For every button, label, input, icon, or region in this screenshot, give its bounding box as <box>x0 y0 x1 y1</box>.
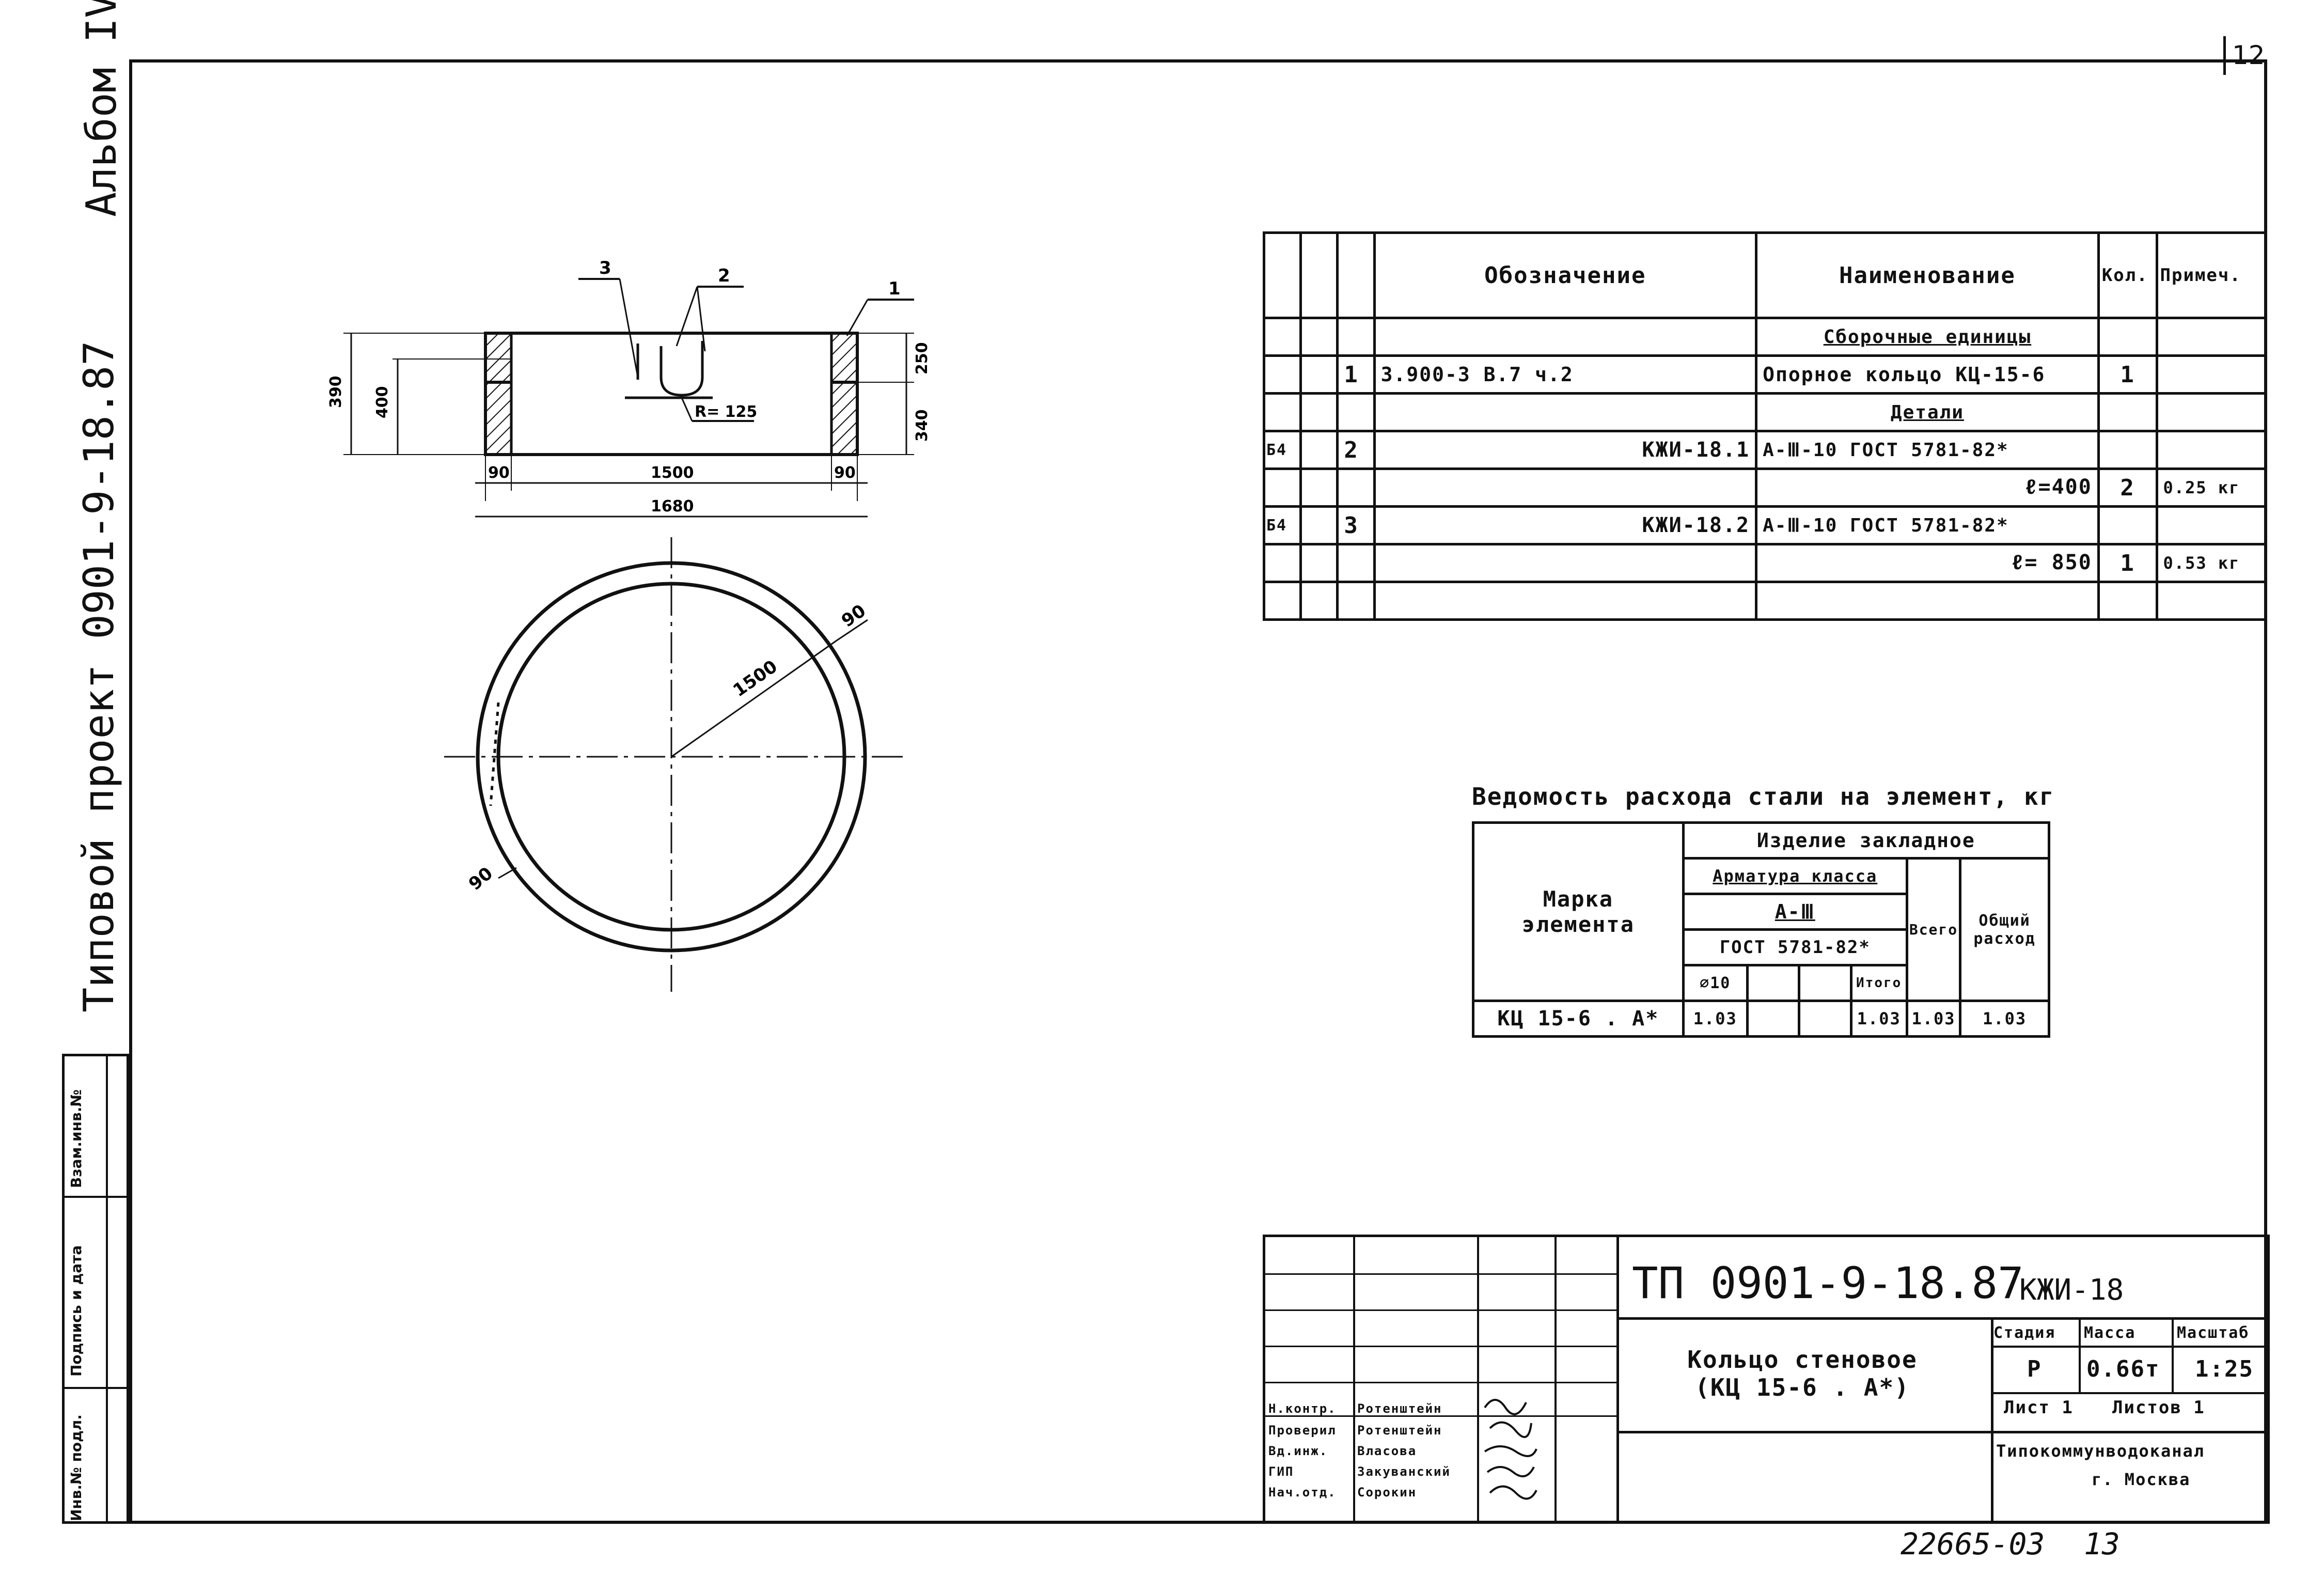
steel-col-product: Изделие закладное <box>1682 821 2051 860</box>
mass-value: 0.66т <box>2086 1356 2160 1382</box>
steel-col-mark: Марка элемента <box>1472 821 1685 1002</box>
drawing-frame <box>129 59 2267 1524</box>
archive-sheet-number: 13 <box>2084 1526 2120 1562</box>
scale-label: Масштаб <box>2177 1324 2250 1342</box>
sig-role: Н.контр. <box>1268 1401 1337 1416</box>
sheet-label: Лист 1 <box>2004 1397 2074 1418</box>
spec-group-details: Детали <box>1755 392 2100 432</box>
sig-role: Нач.отд. <box>1268 1485 1337 1500</box>
doc-code: ТП 0901-9-18.87 <box>1632 1258 2024 1308</box>
spec-group-assemblies: Сборочные единицы <box>1755 317 2100 357</box>
table-row: КЦ 15-6 . А* 1.03 1.03 1.03 1.03 <box>1472 1000 2050 1038</box>
sig-role: ГИП <box>1268 1464 1294 1479</box>
dim-h-top: 250 <box>913 342 931 374</box>
spec-header-qty: Кол. <box>2097 231 2158 319</box>
table-row: ℓ= 850 1 0.53 кг <box>1262 543 2268 583</box>
ring-drawing: 3 2 1 R= 125 390 400 250 340 90 1500 90 … <box>327 258 931 992</box>
sheets-label: Листов 1 <box>2112 1397 2205 1418</box>
plan-wall-b: 90 <box>465 863 497 895</box>
dim-h-inner: 400 <box>373 386 391 418</box>
sig-name: Ротенштейн <box>1357 1423 1442 1438</box>
scale-value: 1:25 <box>2195 1356 2254 1382</box>
sig-role: Проверил <box>1268 1423 1337 1438</box>
signature-scribbles <box>1484 1399 1537 1500</box>
callout-3: 3 <box>599 258 611 278</box>
table-row <box>1262 581 2268 621</box>
table-row: ℓ=400 2 0.25 кг <box>1262 467 2268 508</box>
sig-name: Сорокин <box>1357 1485 1417 1500</box>
org-city: г. Москва <box>2092 1470 2191 1489</box>
stage-value: Р <box>2027 1356 2042 1382</box>
callout-2: 2 <box>718 266 730 286</box>
stamp-replaced-inv: Взам.инв.№ <box>68 1089 85 1188</box>
right-wall-section <box>830 332 859 456</box>
rebar-hook-2 <box>659 341 704 397</box>
steel-table: Марка элемента Изделие закладное Арматур… <box>1472 821 2051 1038</box>
dim-overall: 1680 <box>651 497 694 516</box>
sheet-code: КЖИ-18 <box>2019 1273 2124 1307</box>
plan-view: 1500 90 90 <box>444 537 904 992</box>
project-label: Типовой проект 0901-9-18.87 <box>75 340 123 1012</box>
org-name: Типокоммунводоканал <box>1996 1441 2205 1461</box>
spec-header-designation: Обозначение <box>1373 231 1758 319</box>
stamp-signature-date: Подпись и дата <box>68 1245 85 1377</box>
sig-name: Закуванский <box>1357 1464 1451 1479</box>
stage-label: Стадия <box>1993 1324 2056 1342</box>
sig-role: Вд.инж. <box>1268 1444 1328 1458</box>
dim-inner: 1500 <box>651 464 694 482</box>
spec-header-note: Примеч. <box>2155 231 2268 319</box>
plan-diameter: 1500 <box>729 656 781 701</box>
radius-label: R= 125 <box>695 403 757 421</box>
steel-table-title: Ведомость расхода стали на элемент, кг <box>1472 783 2055 810</box>
sig-name: Ротенштейн <box>1357 1401 1442 1416</box>
table-row: Сборочные единицы <box>1262 317 2268 357</box>
sheet-number: 12 <box>2232 40 2265 70</box>
dim-h-bottom: 340 <box>913 409 931 442</box>
stamp-inv-original: Инв.№ подл. <box>68 1414 85 1521</box>
stamp-column: Инв.№ подл. Подпись и дата Взам.инв.№ <box>62 1054 132 1524</box>
left-wall-section <box>484 332 513 456</box>
album-label: Альбом IV <box>77 0 125 217</box>
table-row: Детали <box>1262 392 2268 432</box>
archive-code: 22665-03 <box>1901 1526 2045 1562</box>
section-view: 3 2 1 R= 125 390 400 250 340 90 1500 90 … <box>327 258 931 518</box>
title-block: ТП 0901-9-18.87 КЖИ-18 Кольцо стеновое (… <box>1263 1235 2270 1524</box>
drawing-name: Кольцо стеновое (КЦ 15-6 . А*) <box>1687 1346 1918 1401</box>
dim-wall-left: 90 <box>488 464 510 482</box>
sig-name: Власова <box>1357 1444 1417 1458</box>
callout-1: 1 <box>888 278 901 299</box>
sheet-number-box: 12 <box>2223 36 2267 75</box>
dim-wall-right: 90 <box>834 464 856 482</box>
plan-wall-a: 90 <box>838 600 870 631</box>
spec-header-name: Наименование <box>1755 231 2100 319</box>
table-row: 1 3.900-3 В.7 ч.2 Опорное кольцо КЦ-15-6… <box>1262 354 2268 395</box>
dim-h-total: 390 <box>327 376 345 408</box>
mass-label: Масса <box>2084 1324 2136 1342</box>
spec-table: Обозначение Наименование Кол. Примеч. Сб… <box>1262 231 2268 621</box>
